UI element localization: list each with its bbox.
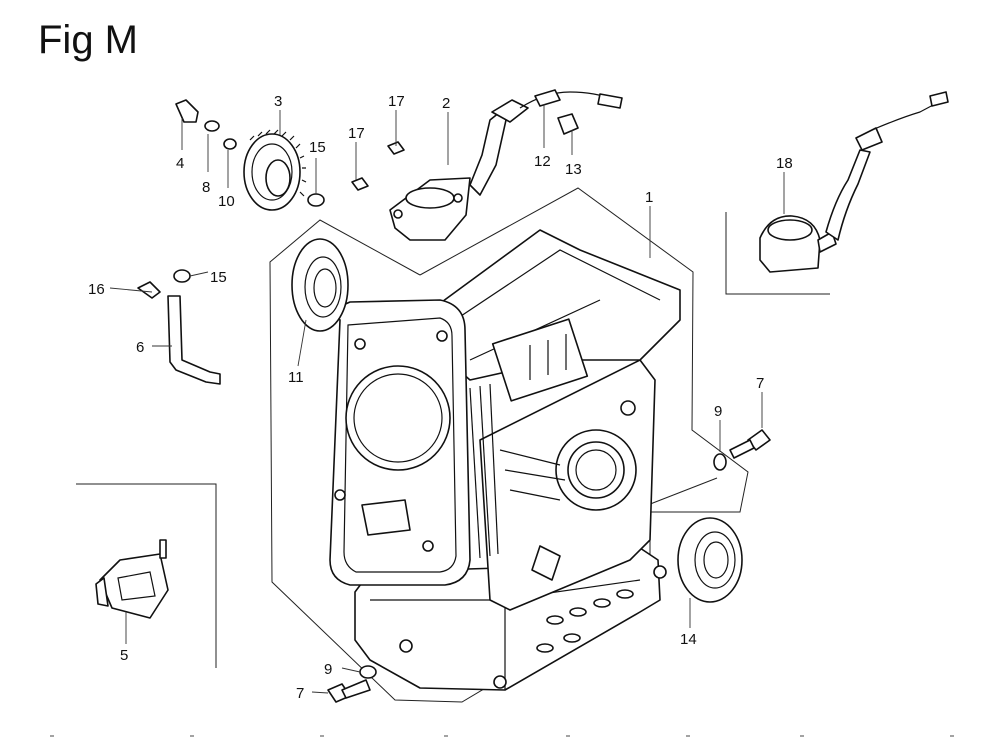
leader-lines <box>109 104 785 694</box>
breather-tube-part <box>389 99 529 241</box>
oil-alert-sensor-part <box>759 91 949 273</box>
oil-seal-part <box>677 517 743 603</box>
washer-part-10 <box>223 138 237 150</box>
callout-7a: 7 <box>756 375 764 392</box>
callout-10: 10 <box>218 193 235 210</box>
callout-2: 2 <box>442 95 450 112</box>
washer-part-9 <box>359 453 727 679</box>
callout-3: 3 <box>274 93 282 110</box>
callout-13: 12 <box>534 153 551 170</box>
pin-part-4 <box>175 99 199 123</box>
engine-mount-part <box>95 539 169 619</box>
callout-1: 1 <box>645 189 653 206</box>
callout-14: 13 <box>565 161 582 178</box>
callout-15b: 15 <box>210 269 227 286</box>
governor-arm-part <box>167 295 221 385</box>
callout-labels: 4 8 10 3 15 17 17 2 12 13 1 18 15 16 6 1… <box>88 93 793 702</box>
callout-5: 6 <box>136 339 144 356</box>
figure-title: Fig M <box>38 18 138 62</box>
callout-15a: 15 <box>309 139 326 156</box>
clip-part-16 <box>137 281 161 299</box>
callout-17b: 17 <box>348 125 365 142</box>
callout-11: 11 <box>288 369 304 386</box>
cable-part <box>519 89 623 109</box>
callout-16: 16 <box>88 281 105 298</box>
bolt-part-17 <box>351 141 405 191</box>
callout-7b: 7 <box>296 685 304 702</box>
callout-9b: 9 <box>324 661 332 678</box>
crankcase-part <box>329 229 681 691</box>
callout-4: 4 <box>176 155 184 172</box>
oil-seal-part <box>291 238 349 332</box>
callout-6: 5 <box>120 647 128 664</box>
callout-9a: 9 <box>714 403 722 420</box>
group-boundary-lines <box>76 187 830 703</box>
callout-17a: 17 <box>388 93 405 110</box>
callout-18: 18 <box>776 155 793 172</box>
governor-gear-part <box>243 129 307 211</box>
washer-part-15 <box>173 193 325 283</box>
clip-part <box>557 113 579 135</box>
callout-8: 8 <box>202 179 210 196</box>
washer-part-8 <box>204 120 220 132</box>
callout-12: 14 <box>680 631 697 648</box>
bolt-part-7 <box>327 429 771 703</box>
